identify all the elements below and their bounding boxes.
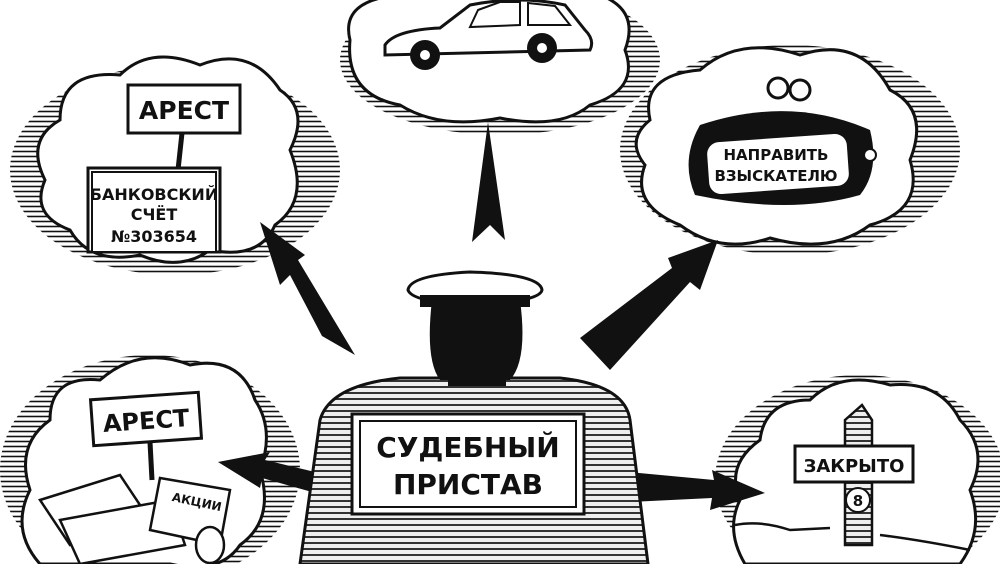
bank-document [91,171,217,253]
wallet-icon: НАПРАВИТЬ ВЗЫСКАТЕЛЮ [688,76,877,205]
wallet-text-line2: ВЗЫСКАТЕЛЮ [714,167,837,185]
car-icon [383,0,594,70]
arrest-sign-2-text: АРЕСТ [102,404,191,438]
arrows [218,122,765,510]
bailiff-figure: СУДЕБНЫЙ ПРИСТАВ [298,270,650,564]
bailiff-sign [350,412,586,516]
closed-sign-text: ЗАКРЫТО [804,456,905,477]
arrow-up-right-icon [580,240,718,370]
bank-doc-line1: БАНКОВСКИЙ [90,185,218,204]
arrow-left-icon [218,452,315,492]
closed-border-cloud: 8 ЗАКРЫТО [715,375,1000,564]
shares-papers: АКЦИИ [38,473,232,564]
barbed-wire [734,522,971,552]
arrow-right-icon [628,470,765,510]
arrow-up-left-icon [260,222,355,355]
bank-doc-line2: СЧЁТ [131,205,178,224]
arrest-sign [126,83,242,135]
wallet-text-line1: НАПРАВИТЬ [724,146,829,164]
bank-account-cloud: АРЕСТ БАНКОВСКИЙ СЧЁТ №303654 [10,55,340,275]
arrest-sign-2 [88,390,204,448]
arrest-sign-text: АРЕСТ [139,96,229,125]
bailiff-head [429,300,523,380]
arrow-up-icon [472,122,505,242]
post-number: 8 [853,492,863,510]
closed-sign [793,444,915,484]
car-cloud [340,0,660,135]
bailiff-sign-line1: СУДЕБНЫЙ [376,430,559,464]
bailiff-sign-line2: ПРИСТАВ [393,468,543,501]
bank-doc-line3: №303654 [111,227,197,246]
wallet-cloud: НАПРАВИТЬ ВЗЫСКАТЕЛЮ [620,45,960,255]
shares-cloud: АРЕСТ АКЦИИ [0,355,300,564]
